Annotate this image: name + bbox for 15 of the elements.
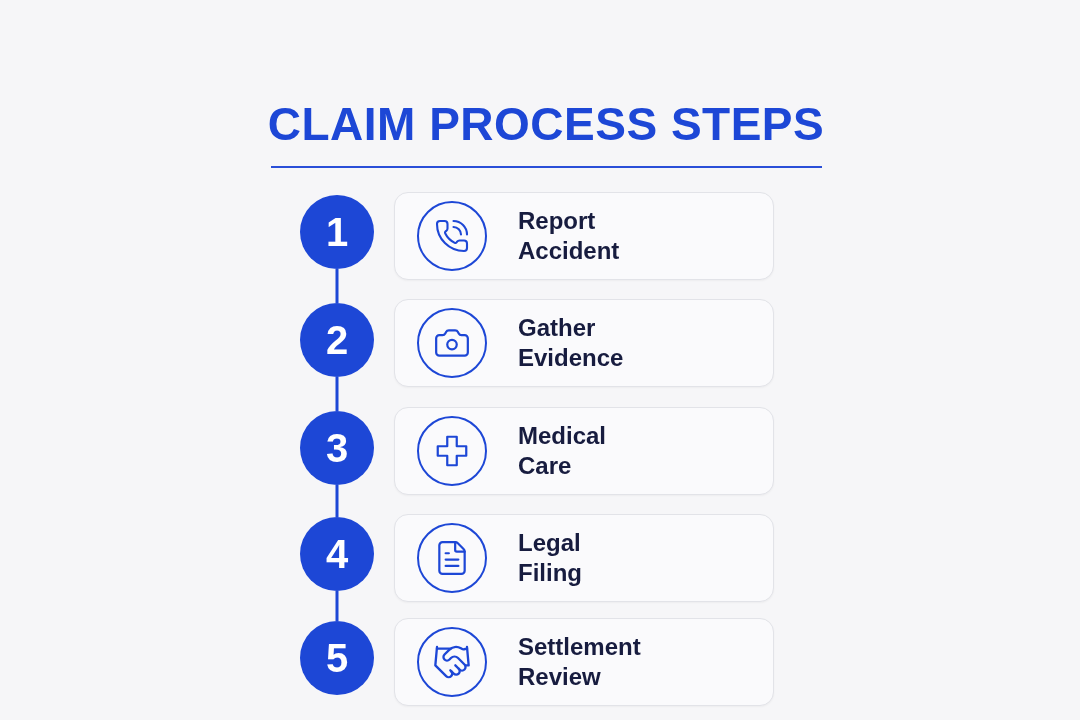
connector-line xyxy=(335,269,339,303)
step-card xyxy=(394,514,774,602)
step-label: Settlement Review xyxy=(518,632,642,692)
connector-line xyxy=(335,485,339,517)
step-label: Report Accident xyxy=(518,206,621,266)
step-card xyxy=(394,407,774,495)
title: CLAIM PROCESS STEPS xyxy=(267,98,825,150)
step-card xyxy=(394,299,774,387)
step-label: Gather Evidence xyxy=(518,313,625,373)
step-label: Medical Care xyxy=(518,421,608,481)
connector-line xyxy=(335,591,339,621)
connector-line xyxy=(335,377,339,411)
step-card xyxy=(394,192,774,280)
step-label: Legal Filing xyxy=(518,528,583,588)
step-card xyxy=(394,618,774,706)
